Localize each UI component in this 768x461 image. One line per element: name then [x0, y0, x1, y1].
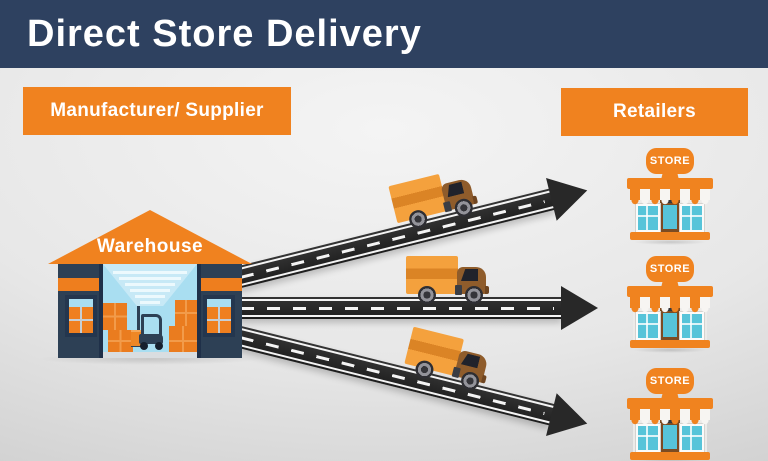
- store-sign: STORE: [646, 368, 694, 394]
- arrowhead-icon: [546, 393, 593, 445]
- warehouse-building: [58, 264, 242, 358]
- warehouse-door-edge: [99, 264, 103, 358]
- delivery-truck-icon: [406, 256, 490, 304]
- store-sign: STORE: [646, 148, 694, 174]
- window-glass-main: [69, 307, 93, 333]
- truck-wheel: [418, 286, 436, 304]
- warehouse-floor: [103, 352, 197, 358]
- door-glass: [663, 313, 677, 337]
- store-window: [680, 204, 704, 232]
- warehouse-stripe: [58, 278, 103, 291]
- window-glass-main: [207, 307, 231, 333]
- store-window: [636, 204, 660, 232]
- crate-icon: [103, 303, 127, 330]
- road-arrow-bottom: [233, 325, 593, 445]
- store-window: [636, 312, 660, 340]
- warehouse-icon: Warehouse: [46, 210, 254, 360]
- store-fascia: [627, 398, 713, 409]
- truck-bumper: [485, 286, 489, 294]
- truck-fender: [455, 285, 462, 295]
- store-window: [680, 424, 704, 452]
- store-awning: [630, 409, 710, 426]
- forklift-wheel: [155, 342, 163, 350]
- ceiling-bar: [135, 295, 165, 298]
- store-fascia: [627, 178, 713, 189]
- store-base: [630, 452, 710, 460]
- truck-bumper: [472, 195, 479, 205]
- crate-icon: [169, 326, 197, 356]
- store-fascia: [627, 286, 713, 297]
- retailers-label: Retailers: [561, 88, 748, 136]
- forklift-wheel: [140, 342, 148, 350]
- warehouse-window: [65, 295, 97, 337]
- warehouse-door-edge: [197, 264, 201, 358]
- window-glass-top: [69, 299, 93, 307]
- warehouse-stripe: [197, 278, 242, 291]
- ceiling-bar: [119, 277, 181, 280]
- warehouse-label: Warehouse: [96, 236, 204, 257]
- store-icon: STORE: [627, 148, 713, 245]
- delivery-truck-icon: [388, 166, 481, 233]
- store-awning: [630, 297, 710, 314]
- store-awning: [630, 189, 710, 206]
- manufacturer-supplier-label: Manufacturer/ Supplier: [23, 87, 291, 135]
- store-window: [636, 424, 660, 452]
- page-title: Direct Store Delivery: [27, 13, 422, 55]
- road-arrow-middle: [236, 256, 598, 330]
- ceiling-bar: [113, 271, 187, 274]
- store-sign: STORE: [646, 256, 694, 282]
- forklift-body: [139, 334, 163, 344]
- store-base: [630, 340, 710, 348]
- ceiling-bar: [130, 289, 170, 292]
- store-icon: STORE: [627, 256, 713, 353]
- warehouse-window: [203, 295, 235, 337]
- store-sign-post: [661, 279, 679, 288]
- store-window: [680, 312, 704, 340]
- store-base: [630, 232, 710, 240]
- arrowhead-icon: [546, 169, 593, 221]
- store-sign-post: [661, 391, 679, 400]
- forklift-mast: [137, 306, 140, 346]
- ceiling-bar: [125, 283, 175, 286]
- truck-bumper: [480, 374, 487, 384]
- door-glass: [663, 205, 677, 229]
- crate-icon: [108, 330, 133, 352]
- warehouse-interior: [103, 264, 197, 358]
- ceiling-bar: [140, 301, 160, 304]
- delivery-truck-icon: [402, 326, 495, 394]
- road-arrow-top: [233, 169, 593, 289]
- truck-wheel: [465, 286, 483, 304]
- header-banner: Direct Store Delivery: [0, 0, 768, 68]
- window-glass-top: [207, 299, 231, 307]
- door-glass: [663, 425, 677, 449]
- store-sign-post: [661, 171, 679, 180]
- arrowhead-icon: [561, 286, 598, 330]
- truck-window: [461, 269, 478, 281]
- forklift-icon: [131, 304, 169, 352]
- store-icon: STORE: [627, 368, 713, 461]
- crate-icon: [175, 300, 197, 326]
